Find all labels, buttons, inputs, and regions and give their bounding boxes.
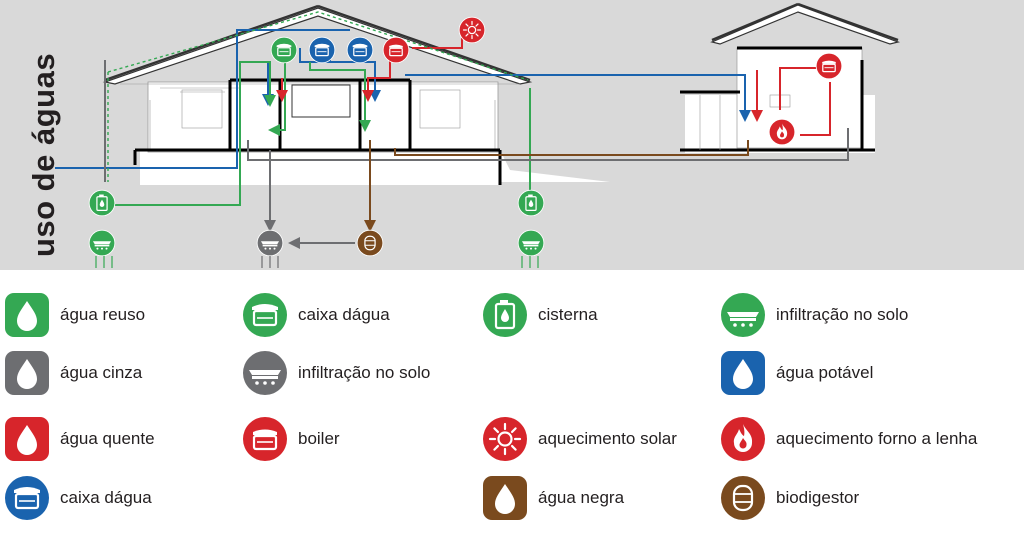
boiler-node: [382, 36, 410, 64]
house-section-drawing: [55, 2, 901, 268]
soil-infiltration-icon: [242, 350, 288, 396]
solar-heating-node: [458, 16, 486, 44]
soil-infiltration-icon: [720, 292, 766, 338]
fire-icon: [720, 416, 766, 462]
boiler-icon: [242, 416, 288, 462]
water-use-diagram: uso de águas: [0, 0, 1024, 270]
legend-label: biodigestor: [776, 488, 860, 507]
sun-icon: [482, 416, 528, 462]
legend-label: aquecimento forno a lenha: [776, 429, 978, 448]
legend-label: infiltração no solo: [776, 305, 909, 324]
black-water-pipes: [364, 140, 749, 232]
blue-water-tank-node-2: [346, 36, 374, 64]
legend-label: água cinza: [60, 363, 143, 382]
legend-item-aquecimento-forno: aquecimento forno a lenha: [720, 416, 977, 462]
legend-label: água negra: [538, 488, 625, 507]
water-drop-icon: [720, 350, 766, 396]
biodigester-node: [356, 229, 384, 257]
biodigester-icon: [720, 475, 766, 521]
legend-label: caixa dágua: [60, 488, 152, 507]
infiltration-node-green-right: [517, 229, 545, 257]
annex-boiler-node: [815, 52, 843, 80]
main-house: [102, 4, 610, 185]
water-tank-icon: [4, 475, 50, 521]
cistern-node-right: [517, 189, 545, 217]
water-drop-icon: [4, 350, 50, 396]
water-tank-icon: [242, 292, 288, 338]
legend-item-biodigestor: biodigestor: [720, 475, 859, 521]
legend-label: caixa dágua: [298, 305, 390, 324]
legend-label: aquecimento solar: [538, 429, 677, 448]
legend-item-agua-quente: água quente: [4, 416, 155, 462]
legend-item-boiler: boiler: [242, 416, 340, 462]
legend-item-agua-cinza: água cinza: [4, 350, 142, 396]
legend-label: cisterna: [538, 305, 598, 324]
legend-label: água potável: [776, 363, 874, 382]
legend-item-caixa-dagua-azul: caixa dágua: [4, 475, 152, 521]
cistern-icon: [482, 292, 528, 338]
water-drop-icon: [482, 475, 528, 521]
infiltration-node-green-left: [88, 229, 116, 257]
infiltration-drips: [95, 256, 539, 268]
gray-water-pipes: [104, 60, 849, 249]
legend-item-aquecimento-solar: aquecimento solar: [482, 416, 677, 462]
legend-item-agua-reuso: água reuso: [4, 292, 145, 338]
legend-item-infiltracao-verde: infiltração no solo: [720, 292, 908, 338]
legend-item-caixa-dagua-verde: caixa dágua: [242, 292, 390, 338]
blue-water-tank-node-1: [308, 36, 336, 64]
wood-oven-node: [768, 118, 796, 146]
legend-label: infiltração no solo: [298, 363, 431, 382]
legend-label: boiler: [298, 429, 340, 448]
legend-item-agua-potavel: água potável: [720, 350, 873, 396]
diagram-title: uso de águas: [26, 52, 61, 258]
water-drop-icon: [4, 416, 50, 462]
hot-water-pipes: [276, 38, 831, 136]
legend-label: água reuso: [60, 305, 146, 324]
cistern-node-left: [88, 189, 116, 217]
legend-item-cisterna: cisterna: [482, 292, 598, 338]
water-drop-icon: [4, 292, 50, 338]
legend-item-infiltracao-cinza: infiltração no solo: [242, 350, 430, 396]
reuse-water-dashed: [107, 11, 529, 182]
legend-label: água quente: [60, 429, 155, 448]
infiltration-node-gray: [256, 229, 284, 257]
legend-item-agua-negra: água negra: [482, 475, 624, 521]
green-water-tank-node: [270, 36, 298, 64]
